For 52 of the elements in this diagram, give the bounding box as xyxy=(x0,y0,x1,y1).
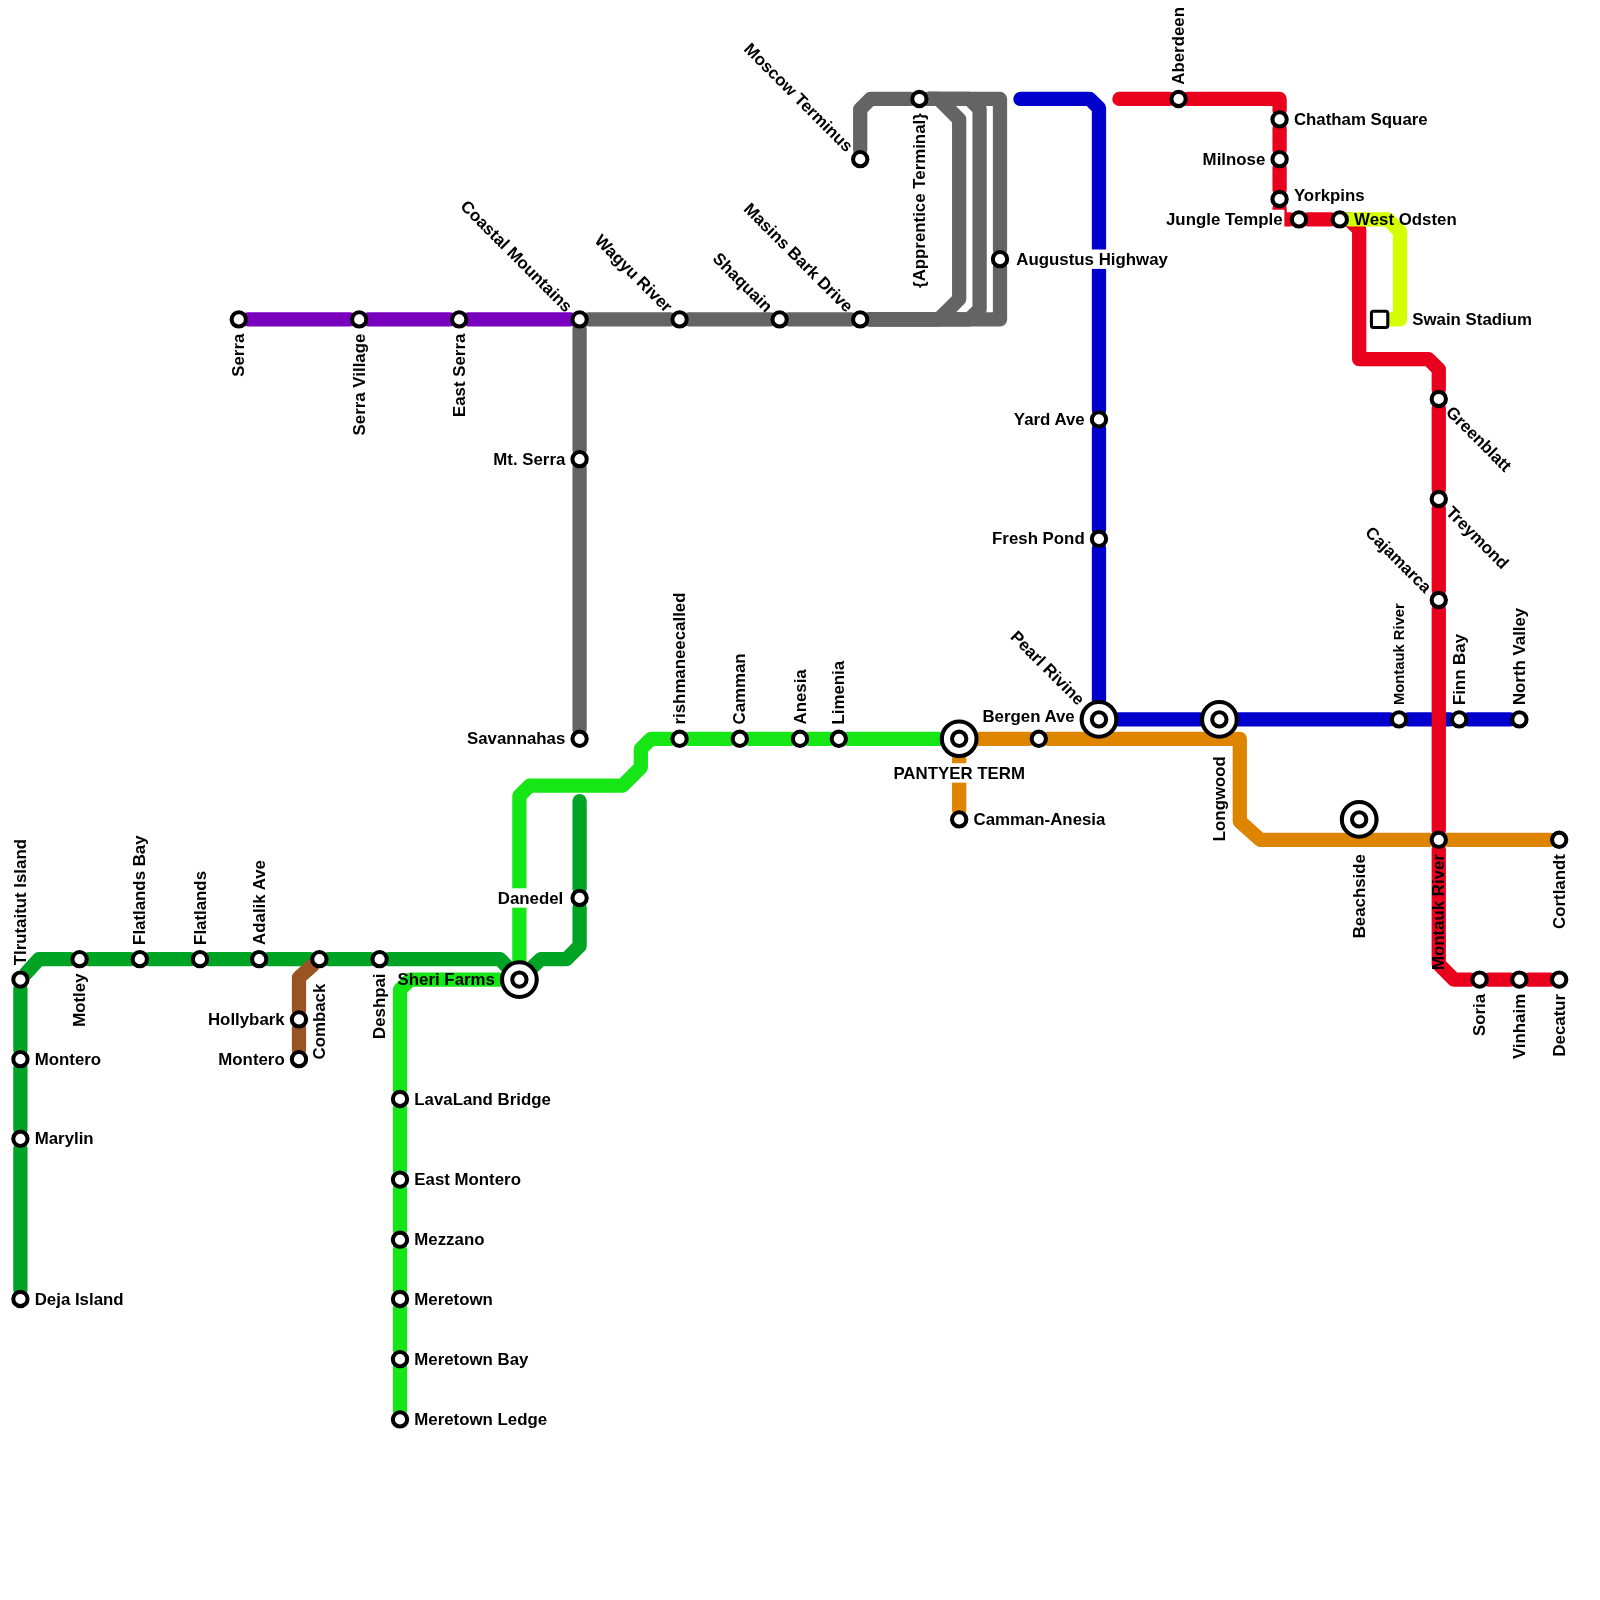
station-label: Adalik Ave xyxy=(249,860,269,945)
station-label: Limenia xyxy=(829,660,849,725)
station-label: Chatham Square xyxy=(1293,109,1428,130)
station-label: rishmaneecalled xyxy=(669,592,690,725)
station-label: Meretown xyxy=(414,1289,493,1309)
station-label: Cortlandt xyxy=(1549,854,1569,929)
station-label: Deja Island xyxy=(34,1289,124,1309)
station-label: Mezzano xyxy=(414,1230,485,1250)
station-label: Longwood xyxy=(1209,756,1230,842)
station-label: Flatlands Bay xyxy=(130,835,150,945)
station-label: Vinhaim xyxy=(1509,993,1530,1060)
station-label: Montero xyxy=(218,1049,285,1069)
station-label: Meretown Bay xyxy=(414,1349,529,1369)
station-label: Motley xyxy=(69,973,90,1027)
station-label: Yorkpins xyxy=(1293,185,1365,205)
station-label: PANTYER TERM xyxy=(891,763,1027,783)
station-label: Serra xyxy=(229,333,249,377)
station-label: Montauk River xyxy=(1390,603,1408,706)
station-label: {Apprentice Terminal} xyxy=(909,113,930,288)
station-label: Montero xyxy=(34,1049,102,1069)
station-label: Swain Stadium xyxy=(1412,309,1532,330)
station-label: Camman xyxy=(730,653,750,725)
station-label: Serra Village xyxy=(349,333,369,436)
station-label: Beachside xyxy=(1349,854,1369,939)
station-label: Jungle Temple xyxy=(1163,209,1285,230)
station-label: Soria xyxy=(1469,993,1490,1036)
station-label: Aberdeen xyxy=(1168,7,1189,85)
station-label: Finn Bay xyxy=(1449,634,1469,706)
station-label: Bergen Ave xyxy=(982,707,1075,727)
station-label: Milnose xyxy=(1202,149,1266,169)
station-label: North Valley xyxy=(1509,607,1530,706)
station-label: Fresh Pond xyxy=(992,529,1085,549)
station-label: Augustus Highway xyxy=(1014,249,1170,269)
station-label: LavaLand Bridge xyxy=(414,1089,551,1109)
station-label: East Montero xyxy=(414,1169,521,1190)
station-label: West Odsten xyxy=(1354,209,1457,230)
station-label: Camman-Anesia xyxy=(973,809,1106,830)
station-label: Meretown Ledge xyxy=(414,1409,548,1430)
station-label: Mt. Serra xyxy=(493,449,566,469)
station-label: Decatur xyxy=(1549,993,1569,1057)
station-label: East Serra xyxy=(449,333,469,417)
station-label: Yard Ave xyxy=(1013,409,1085,430)
station-label: Hollybark xyxy=(207,1009,285,1030)
station-label: Anesia xyxy=(790,669,810,725)
station-label: Comback xyxy=(309,983,330,1060)
station-label: Tlrutaitut Island xyxy=(10,839,31,966)
station-label: Flatlands xyxy=(190,871,210,945)
station-label: Deshpai xyxy=(369,973,390,1039)
station-label: Marylin xyxy=(34,1129,94,1149)
station-label: Montauk River xyxy=(1429,854,1449,971)
station-label: Savannahas xyxy=(467,729,566,749)
station-label: Sheri Farms xyxy=(397,969,495,990)
